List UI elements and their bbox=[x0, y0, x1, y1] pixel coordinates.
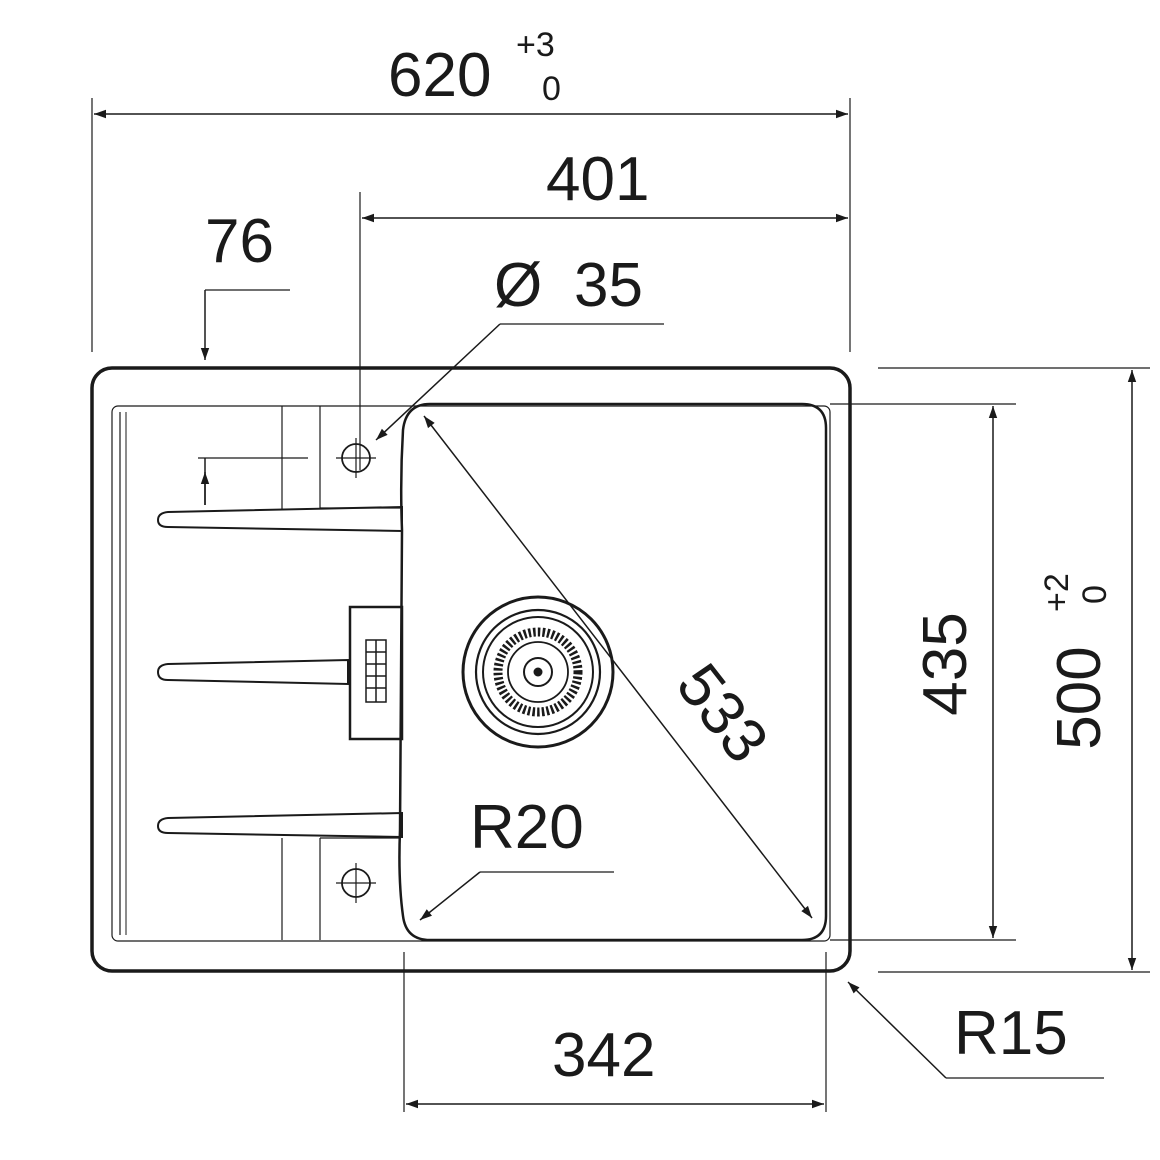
dim-tap-hole-offset: 76 bbox=[198, 207, 308, 505]
dim-bowl-height-value: 435 bbox=[911, 612, 980, 715]
drainer-rib-1 bbox=[156, 505, 403, 533]
dim-overall-height-value: 500 bbox=[1045, 646, 1114, 749]
dim-tap-hole-diameter: Ø 35 bbox=[375, 251, 664, 441]
dim-overall-height-tol-lower: 0 bbox=[1076, 585, 1114, 604]
dim-tap-hole-offset-value: 76 bbox=[205, 207, 274, 276]
dim-bowl-offset-value: 401 bbox=[546, 145, 649, 214]
drainer-rib-2 bbox=[156, 658, 349, 686]
tap-panel-bottom bbox=[281, 837, 400, 940]
dim-overall-height: 500 +2 0 bbox=[878, 367, 1150, 973]
dim-bowl-width-value: 342 bbox=[552, 1021, 655, 1090]
dim-overall-width-tol-upper: +3 bbox=[516, 26, 555, 64]
dim-tap-hole-diameter-value: 35 bbox=[574, 251, 643, 320]
dim-overall-height-tol-upper: +2 bbox=[1038, 573, 1076, 612]
dim-bowl-offset: 401 bbox=[359, 145, 848, 470]
overflow-slot bbox=[348, 605, 404, 741]
tap-hole-top bbox=[336, 438, 376, 478]
dim-bowl-corner-radius: R20 bbox=[419, 793, 614, 921]
sink-outline bbox=[90, 366, 852, 973]
dim-bowl-corner-radius-value: R20 bbox=[470, 793, 584, 862]
dim-outer-corner-radius: R15 bbox=[847, 981, 1104, 1079]
dim-bowl-width: 342 bbox=[403, 952, 827, 1112]
waste-strainer bbox=[461, 595, 615, 749]
dim-bowl-diagonal-value: 533 bbox=[663, 651, 781, 775]
tap-hole-bottom bbox=[336, 863, 376, 903]
dim-overall-width-tol-lower: 0 bbox=[542, 70, 561, 108]
dim-overall-width-value: 620 bbox=[388, 41, 491, 110]
drainer-rib-3 bbox=[156, 811, 403, 839]
dim-outer-corner-radius-value: R15 bbox=[954, 999, 1068, 1068]
bowl-outline bbox=[398, 402, 828, 942]
dim-overall-width: 620 +3 0 bbox=[91, 26, 851, 352]
dim-tap-hole-diameter-symbol: Ø bbox=[494, 251, 542, 320]
dim-bowl-height: 435 bbox=[830, 403, 1016, 941]
